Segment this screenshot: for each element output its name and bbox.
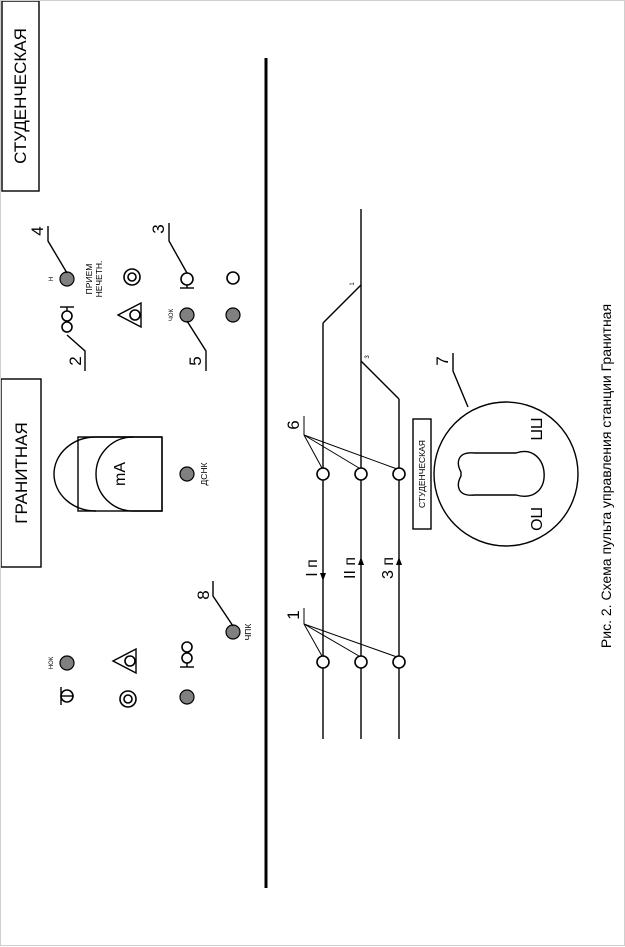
single-button-right[interactable] [180,272,194,289]
callout-2-leader [66,334,86,371]
track-3-label: 3 п [380,557,397,579]
track-circuit-2[interactable] [354,655,368,669]
callout-4: 4 [28,226,47,235]
key-handle-icon [457,450,545,497]
callout-6: 6 [284,420,303,429]
chpk-lamp[interactable] [225,624,241,640]
callout-2: 2 [66,356,85,365]
nok-lamp[interactable] [59,655,75,671]
meter-unit: mA [112,462,129,486]
double-button-right[interactable] [60,306,74,333]
callout-3: 3 [149,224,168,233]
station-name-box [1,378,42,568]
double-ring-indicator-left [119,690,137,708]
chok-lamp[interactable] [179,307,195,323]
key-switch[interactable] [433,401,579,547]
key-position-po: ПО [527,507,544,531]
callout-4-leader [47,226,68,274]
track-circuit-6a[interactable] [316,467,330,481]
callout-1-leaders [303,608,398,658]
nok-button[interactable] [60,687,74,705]
track-circuit-6b[interactable] [354,467,368,481]
station-name: ГРАНИТНАЯ [12,422,31,524]
track-2-arrow-icon [358,557,364,565]
callout-3-leader [168,223,188,274]
track-2-label: II п [342,557,359,579]
neighbor-station-name: СТУДЕНЧЕСКАЯ [11,28,30,164]
callout-7: 7 [433,356,452,365]
track-layout [322,209,400,739]
callout-5-leader [186,320,207,371]
switch-3-label: 3 [365,355,371,359]
warning-triangle-icon-right [116,301,142,329]
callout-8-leader [212,581,234,627]
callout-5: 5 [186,356,205,365]
n-lamp[interactable] [59,271,75,287]
chok-label: ЧОК [169,308,175,321]
dsnk-label: ДСНК [199,462,209,485]
key-position-pp: ПП [527,418,544,441]
track-circuit-3[interactable] [392,655,406,669]
nok-label: НОК [49,656,55,669]
priem-label-2: НЕЧЕТН. [94,261,104,298]
milliammeter: mA [53,436,163,512]
direction-strip-label: СТУДЕНЧЕСКАЯ [417,440,427,508]
n-label: Н [49,277,55,281]
callout-6-leaders [303,416,398,470]
priem-label-1: ПРИЕМ [84,264,94,295]
callout-8: 8 [194,590,213,599]
track-circuit-6c[interactable] [392,467,406,481]
callout-1: 1 [284,610,303,619]
double-button-left[interactable] [180,641,194,668]
double-ring-indicator-right [123,268,141,286]
left-gray-lamp[interactable] [179,689,195,705]
dsnk-lamp[interactable] [179,466,195,482]
figure-caption: Рис. 2. Схема пульта управления станции … [598,304,614,648]
neighbor-station-box [1,1,40,192]
switch-1-label: 1 [350,282,356,286]
track-circuit-1[interactable] [316,655,330,669]
track-1-label: I п [304,559,321,577]
empty-indicator [226,271,240,285]
chpk-label: ЧПК [243,624,253,641]
direction-strip [412,418,432,530]
callout-7-leader [452,353,469,408]
warning-triangle-icon-left [111,647,137,675]
track-3-arrow-icon [396,557,402,565]
track-1-arrow-icon [320,573,326,581]
right-gray-lamp[interactable] [225,307,241,323]
